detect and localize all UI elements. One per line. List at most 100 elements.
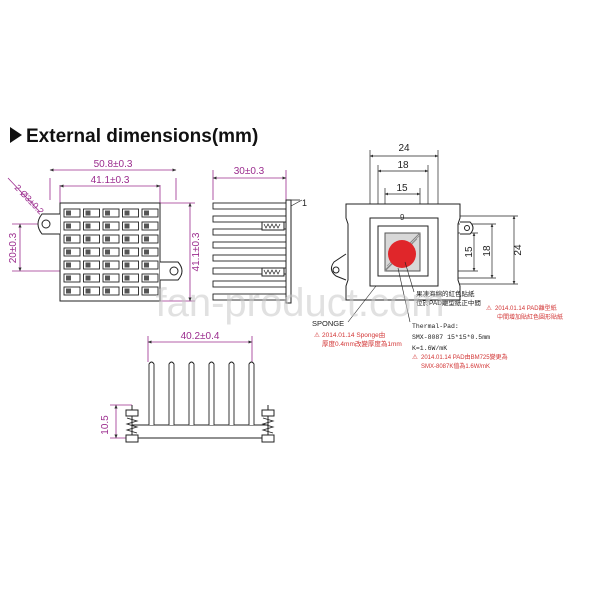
fin-slot bbox=[141, 273, 159, 283]
bottom-fin bbox=[188, 361, 195, 425]
fin-slot bbox=[122, 221, 139, 231]
fin-slot bbox=[63, 247, 81, 257]
side-base-plate bbox=[285, 199, 292, 304]
dim-body-width: 41.1±0.3 bbox=[91, 175, 130, 186]
section-heading: External dimensions(mm) bbox=[10, 126, 258, 148]
pad-hole-left bbox=[332, 266, 340, 274]
dim-pad-outer: 24 bbox=[398, 143, 410, 154]
fin-tip bbox=[124, 275, 130, 281]
fin-tip bbox=[85, 210, 91, 216]
fin-tip bbox=[105, 288, 110, 294]
fin-tip bbox=[105, 275, 110, 281]
thermal-pad-note-1: Thermal-Pad: bbox=[412, 323, 459, 330]
fin-tip bbox=[66, 210, 71, 216]
pad-view-mark: 9 bbox=[400, 213, 405, 222]
side-fin bbox=[212, 267, 287, 275]
fin-tip bbox=[144, 249, 149, 255]
thermal-rev-note-2: SMX-8087K值為1.6W/mK bbox=[421, 362, 490, 370]
pad-notes: SPONGE ⚠ 2014.01.14 Sponge由 厚度0.4mm改變厚度為… bbox=[312, 289, 563, 370]
dim-hole-dia: 2-Ø3±0.2 bbox=[13, 182, 46, 216]
fin-tip bbox=[124, 223, 130, 229]
dim-pad-v18: 18 bbox=[482, 245, 493, 257]
pad-hole-right bbox=[464, 225, 470, 231]
mounting-ear-right bbox=[160, 261, 183, 281]
fin-tip bbox=[144, 223, 149, 229]
fin-tip bbox=[85, 236, 91, 242]
fin-slot bbox=[63, 221, 81, 231]
fin-tip bbox=[144, 236, 149, 242]
fin-slot bbox=[83, 260, 100, 270]
bottom-base bbox=[131, 424, 269, 439]
fin-slot bbox=[63, 260, 81, 270]
fin-slot bbox=[63, 208, 81, 218]
fin-slot bbox=[122, 260, 139, 270]
warning-icon: ⚠ bbox=[486, 304, 492, 312]
fin-slot bbox=[141, 234, 159, 244]
side-fin bbox=[212, 293, 287, 301]
dim-fin-span: 40.2±0.4 bbox=[181, 331, 220, 342]
fin-tip bbox=[66, 223, 71, 229]
pad-tab-right bbox=[460, 221, 474, 235]
fin-slot bbox=[83, 208, 100, 218]
thermal-pad-note-3: K=1.6W/mK bbox=[412, 345, 447, 352]
front-view bbox=[7, 168, 195, 302]
red-sticker-note-2: 位於PAD離型紙正中間 bbox=[416, 298, 481, 307]
leader-lines bbox=[347, 261, 415, 323]
bottom-fin bbox=[168, 361, 175, 425]
bottom-fin bbox=[228, 361, 235, 425]
fin-tip bbox=[105, 210, 110, 216]
bottom-view bbox=[110, 336, 275, 443]
thermal-rev-note-1: 2014.01.14 PAD由BM725變更為 bbox=[421, 353, 508, 361]
bottom-fin bbox=[148, 361, 155, 425]
dim-bottom-height: 10.5 bbox=[100, 415, 111, 435]
fin-tip bbox=[66, 249, 71, 255]
front-fin-grid bbox=[63, 208, 159, 296]
fin-slot bbox=[141, 260, 159, 270]
fin-tip bbox=[85, 288, 91, 294]
fin-slot bbox=[102, 273, 120, 283]
fin-tip bbox=[85, 249, 91, 255]
fin-tip bbox=[144, 275, 149, 281]
fin-slot bbox=[83, 286, 100, 296]
fin-slot bbox=[83, 234, 100, 244]
red-sticker-note-1: 果凍海綿的紅色貼紙 bbox=[416, 289, 475, 298]
pad-tab-left bbox=[330, 253, 347, 281]
fin-slot bbox=[102, 221, 120, 231]
fin-tip bbox=[105, 236, 110, 242]
fin-tip bbox=[66, 262, 71, 268]
play-arrow-icon bbox=[10, 127, 22, 143]
fin-slot bbox=[102, 234, 120, 244]
dim-body-height: 41.1±0.3 bbox=[191, 232, 202, 271]
pad-rev-note-1: 2014.01.14 PAD離型紙 bbox=[495, 304, 557, 312]
fin-slot bbox=[122, 234, 139, 244]
mount-hole-right bbox=[169, 266, 179, 276]
dim-pad-v24: 24 bbox=[513, 244, 524, 256]
fin-tip bbox=[85, 262, 91, 268]
fin-tip bbox=[124, 236, 130, 242]
fin-tip bbox=[144, 262, 149, 268]
fin-tip bbox=[124, 249, 130, 255]
dim-pad-18: 18 bbox=[397, 160, 409, 171]
mounting-ear-left bbox=[37, 213, 60, 235]
fin-slot bbox=[141, 208, 159, 218]
side-view bbox=[212, 170, 303, 304]
fin-slot bbox=[102, 260, 120, 270]
thermal-pad-note-2: SMX-8087 15*15*0.5mm bbox=[412, 334, 490, 341]
dim-pad-v15: 15 bbox=[464, 246, 475, 258]
bottom-spring-left bbox=[125, 409, 139, 443]
bottom-fin bbox=[208, 361, 215, 425]
fin-slot bbox=[141, 221, 159, 231]
fin-slot bbox=[63, 273, 81, 283]
pad-view bbox=[330, 150, 518, 301]
heading-text: External dimensions(mm) bbox=[26, 126, 259, 147]
fin-slot bbox=[122, 286, 139, 296]
warning-icon: ⚠ bbox=[314, 331, 320, 339]
sponge-rev-note: 2014.01.14 Sponge由 bbox=[322, 330, 385, 339]
mount-hole-left bbox=[41, 219, 51, 229]
side-fin bbox=[212, 280, 287, 288]
fin-slot bbox=[122, 208, 139, 218]
fin-slot bbox=[83, 273, 100, 283]
fin-tip bbox=[66, 275, 71, 281]
